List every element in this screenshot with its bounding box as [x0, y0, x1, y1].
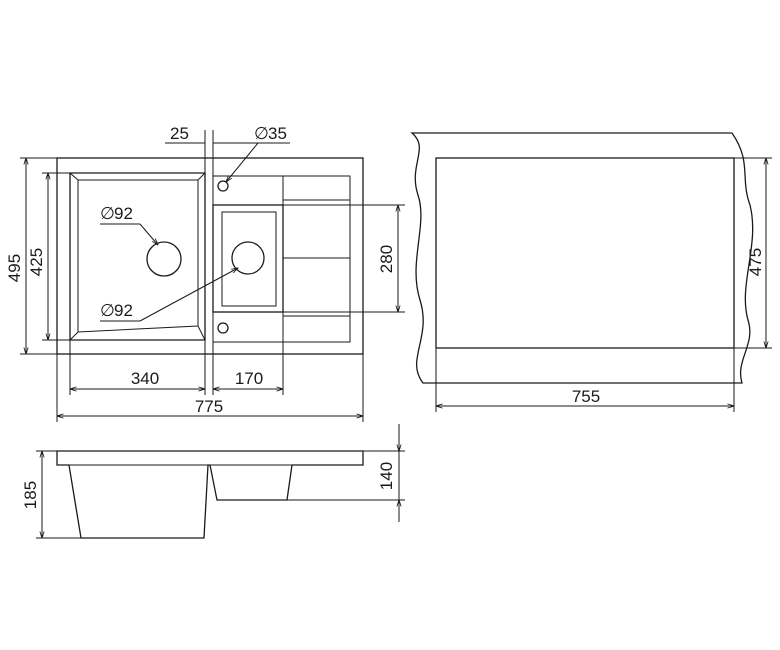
- main-bowl-inner-outline: [77, 179, 199, 333]
- dim-small-bowl-width-label: 170: [235, 369, 263, 388]
- dim-small-bowl-height-label: 280: [377, 245, 396, 273]
- dim-main-bowl-width: 340: [70, 369, 205, 389]
- dim-main-bowl-width-label: 340: [131, 369, 159, 388]
- small-drain-hole: [231, 241, 265, 275]
- sink-section-profile: [56, 450, 364, 539]
- small-bowl-outline: [212, 204, 284, 313]
- dim-main-depth: 185: [21, 450, 81, 539]
- tap-hole-bottom: [217, 322, 229, 334]
- dim-small-bowl-height: 280: [283, 204, 405, 313]
- dim-main-drain: ∅ 92: [100, 204, 158, 245]
- dim-wall-gap-label: 25: [170, 124, 189, 143]
- tap-hole-top: [217, 180, 229, 192]
- cutout-opening: [435, 157, 735, 349]
- dim-tap-hole: ∅ 35: [226, 124, 287, 182]
- main-drain-hole: [146, 241, 182, 277]
- dim-small-depth-label: 140: [377, 462, 396, 490]
- countertop-outline: [410, 132, 754, 384]
- dim-main-drain-label: 92: [114, 204, 133, 223]
- dim-tap-hole-label: 35: [268, 124, 287, 143]
- dim-small-depth: 140: [287, 424, 405, 522]
- main-bowl-outline: [69, 172, 206, 341]
- dim-bowl-height-label: 425: [27, 248, 46, 276]
- dim-overall-height: 495: [5, 157, 57, 355]
- dim-cutout-height-label: 475: [746, 248, 765, 276]
- dim-cutout-height: 475: [734, 157, 772, 349]
- dim-small-drain: ∅ 92: [100, 268, 238, 322]
- main-drain-diameter-symbol: ∅: [100, 204, 115, 223]
- small-bowl-inner-outline: [221, 211, 277, 307]
- side-view: 185 140: [21, 424, 405, 539]
- dim-overall-width: 775: [56, 354, 364, 422]
- dim-cutout-width-label: 755: [572, 387, 600, 406]
- dim-cutout-width: 755: [435, 348, 735, 412]
- drainboard-ribs: [213, 175, 351, 343]
- sink-outer-outline: [56, 157, 364, 355]
- dim-small-drain-label: 92: [114, 301, 133, 320]
- dim-bowl-height: 425: [27, 172, 70, 341]
- dim-overall-height-label: 495: [5, 254, 24, 282]
- dim-overall-width-label: 775: [195, 397, 223, 416]
- top-view: 25 ∅ 35 ∅ 92 ∅ 92 495: [5, 124, 405, 422]
- tap-hole-diameter-symbol: ∅: [254, 124, 269, 143]
- small-drain-diameter-symbol: ∅: [100, 301, 115, 320]
- dim-main-depth-label: 185: [21, 481, 40, 509]
- cutout-view: 475 755: [410, 132, 772, 412]
- dim-small-bowl-width: 170: [213, 369, 283, 389]
- dim-wall-gap: 25: [165, 124, 290, 395]
